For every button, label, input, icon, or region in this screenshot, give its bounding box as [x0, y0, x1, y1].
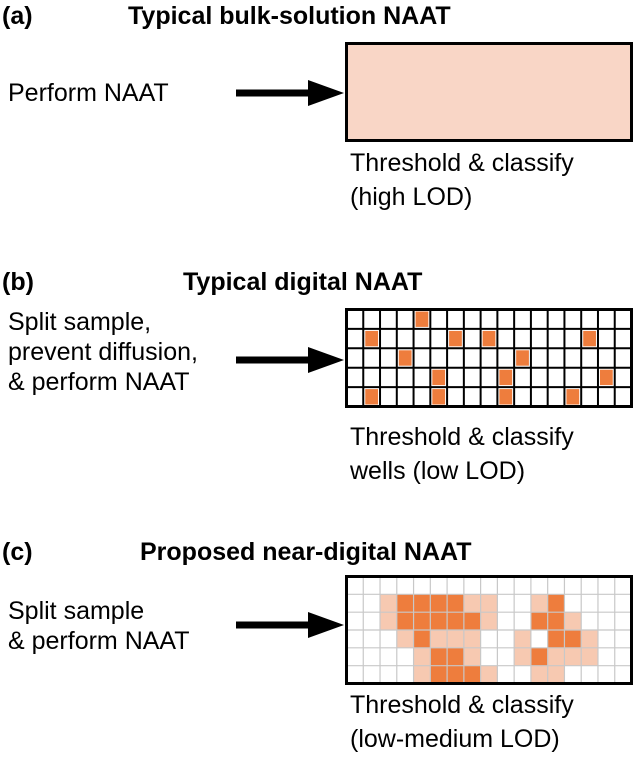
- panel-label-b: (b): [2, 268, 34, 296]
- positive-well: [432, 389, 446, 405]
- bulk-reaction-box: [345, 42, 633, 142]
- positive-well: [430, 647, 448, 666]
- diffuse-well: [380, 612, 397, 630]
- arrow-icon: [236, 80, 344, 106]
- diffuse-well: [547, 665, 565, 684]
- positive-well: [398, 350, 412, 366]
- panel-title-a: Typical bulk-solution NAAT: [128, 2, 451, 30]
- positive-well: [430, 594, 448, 613]
- positive-well: [415, 311, 429, 327]
- positive-well: [396, 594, 414, 613]
- diffuse-well: [447, 630, 464, 648]
- input-line: Perform NAAT: [8, 79, 169, 107]
- positive-well: [530, 647, 548, 666]
- positive-well: [530, 612, 548, 630]
- panel-label-a: (a): [2, 2, 33, 30]
- output-line: wells (low LOD): [350, 457, 526, 485]
- input-text-a: Perform NAAT: [8, 78, 169, 108]
- arrow-icon: [236, 347, 344, 373]
- positive-well: [430, 665, 448, 684]
- output-line: Threshold & classify: [350, 691, 574, 719]
- positive-well: [447, 647, 464, 666]
- positive-well: [432, 369, 446, 386]
- near-digital-grid: [345, 575, 633, 685]
- output-text-c: Threshold & classify (low-medium LOD): [350, 688, 574, 756]
- input-line: Split sample,: [8, 308, 152, 336]
- positive-well: [447, 665, 464, 684]
- panel-b: (b) Typical digital NAAT Split sample, p…: [2, 268, 633, 488]
- grid-border: [345, 575, 633, 685]
- positive-well: [547, 612, 565, 630]
- diffuse-well: [480, 612, 498, 630]
- diffuse-well: [463, 630, 481, 648]
- diffuse-well: [380, 594, 397, 613]
- diffuse-well: [480, 594, 498, 613]
- output-line: (high LOD): [350, 183, 473, 211]
- input-text-c: Split sample & perform NAAT: [8, 596, 190, 656]
- input-line: & perform NAAT: [8, 368, 190, 396]
- diffuse-well: [530, 594, 548, 613]
- output-line: (low-medium LOD): [350, 725, 560, 753]
- positive-well: [482, 330, 496, 347]
- diffuse-well: [430, 630, 448, 648]
- positive-well: [547, 594, 565, 613]
- panel-title-c: Proposed near-digital NAAT: [140, 538, 472, 566]
- positive-well: [463, 665, 481, 684]
- input-line: Split sample: [8, 597, 145, 625]
- positive-well: [430, 612, 448, 630]
- positive-well: [566, 389, 580, 405]
- positive-well: [583, 330, 596, 347]
- grid-background: [346, 309, 632, 407]
- panel-label-c: (c): [2, 538, 33, 566]
- positive-well: [449, 330, 462, 347]
- diffuse-well: [514, 647, 531, 666]
- diffuse-well: [463, 647, 481, 666]
- panel-title-b: Typical digital NAAT: [183, 268, 423, 296]
- positive-well: [463, 612, 481, 630]
- positive-well: [396, 612, 414, 630]
- positive-well: [547, 630, 565, 648]
- positive-well: [447, 594, 464, 613]
- positive-well: [365, 330, 379, 347]
- diffuse-well: [413, 647, 431, 666]
- diffuse-well: [480, 665, 498, 684]
- diffuse-well: [463, 594, 481, 613]
- positive-well: [413, 612, 431, 630]
- input-line: & perform NAAT: [8, 627, 190, 655]
- diffuse-well: [581, 630, 598, 648]
- digital-well-grid: [345, 308, 633, 408]
- positive-well: [365, 389, 379, 405]
- diffuse-well: [530, 665, 548, 684]
- diffuse-well: [564, 612, 582, 630]
- positive-well: [599, 369, 613, 386]
- grid-border: [345, 308, 633, 408]
- output-text-b: Threshold & classify wells (low LOD): [350, 420, 574, 488]
- diffuse-well: [413, 665, 431, 684]
- diffuse-well: [581, 647, 598, 666]
- positive-well: [447, 612, 464, 630]
- positive-well: [564, 630, 582, 648]
- diffuse-well: [547, 647, 565, 666]
- positive-well: [499, 369, 513, 386]
- diffuse-well: [396, 630, 414, 648]
- positive-well: [413, 594, 431, 613]
- positive-well: [413, 630, 431, 648]
- positive-well: [499, 389, 513, 405]
- output-text-a: Threshold & classify (high LOD): [350, 146, 574, 214]
- output-line: Threshold & classify: [350, 423, 574, 451]
- diffuse-well: [564, 647, 582, 666]
- input-text-b: Split sample, prevent diffusion, & perfo…: [8, 307, 198, 397]
- panel-a: (a) Typical bulk-solution NAAT Perform N…: [0, 0, 633, 230]
- output-line: Threshold & classify: [350, 149, 574, 177]
- arrow-icon: [236, 612, 344, 638]
- diffuse-well: [514, 630, 531, 648]
- positive-well: [516, 350, 529, 366]
- input-line: prevent diffusion,: [8, 338, 198, 366]
- bulk-fill-rect: [345, 42, 633, 142]
